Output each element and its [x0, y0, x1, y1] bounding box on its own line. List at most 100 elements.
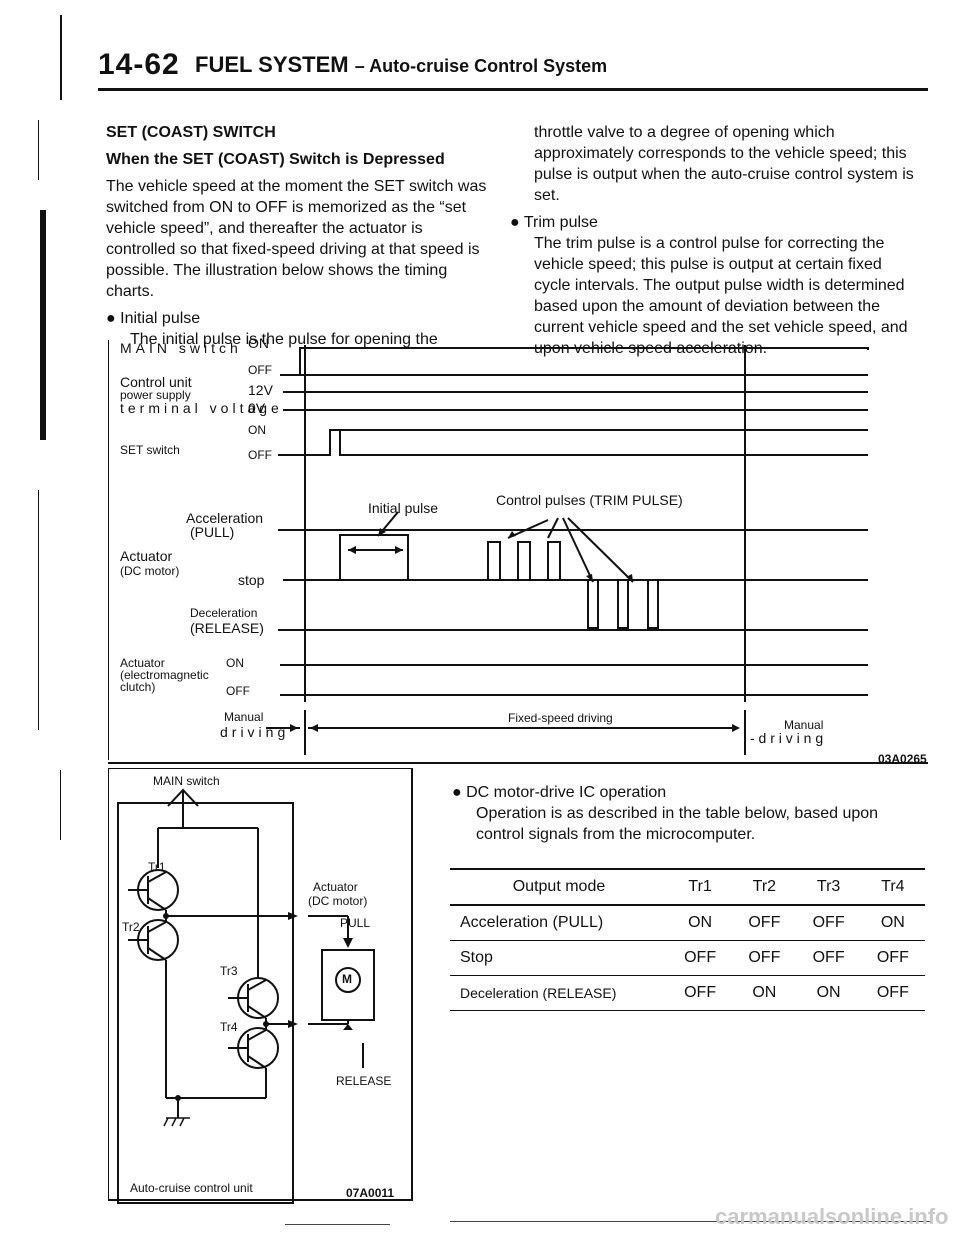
label-on: ON: [226, 656, 244, 670]
label-off: OFF: [248, 363, 272, 377]
label-control-pulses: Control pulses (TRIM PULSE): [496, 492, 683, 508]
label-on: ON: [248, 335, 269, 351]
footer-watermark[interactable]: carmanualsonline.info: [715, 1204, 949, 1229]
table-cell: OFF: [812, 949, 845, 966]
circuit-svg: [108, 768, 413, 1204]
bullet-dot: ●: [452, 784, 462, 801]
label-dc-motor: (DC motor): [120, 564, 180, 578]
circuit-diagram: MAIN switch Tr1 Tr2 Tr3 Tr4 Actuator (DC…: [108, 768, 413, 1208]
label-actuator-clutch: Actuator: [120, 656, 165, 670]
table-header: Tr3: [816, 878, 841, 895]
section-divider: [108, 762, 928, 764]
circuit-motor: M: [342, 972, 352, 986]
bullet-title: Trim pulse: [523, 214, 598, 231]
right-column: throttle valve to a degree of opening wh…: [510, 122, 922, 359]
bullet-trim-pulse: ● Trim pulse: [510, 212, 922, 233]
table-header-row: Output mode Tr1 Tr2 Tr3 Tr4: [450, 869, 925, 905]
table-cell: OFF: [684, 949, 717, 966]
table-header: Tr2: [752, 878, 777, 895]
bullet-title: Initial pulse: [120, 310, 201, 327]
label-acceleration: Acceleration: [186, 510, 264, 526]
circuit-main-switch: MAIN switch: [153, 774, 220, 788]
table-cell: OFF: [748, 914, 781, 931]
label-tr3: Tr3: [220, 964, 238, 978]
left-column: SET (COAST) SWITCH When the SET (COAST) …: [106, 122, 490, 350]
bullet-initial-pulse: ● Initial pulse: [106, 308, 490, 329]
table-cell: Deceleration (RELEASE): [460, 985, 617, 1001]
title-main: FUEL SYSTEM: [195, 52, 349, 77]
circuit-code: 07A0011: [346, 1186, 395, 1200]
table-cell: ON: [880, 914, 905, 931]
table-cell: OFF: [748, 949, 781, 966]
label-pull: (PULL): [190, 524, 235, 540]
label-fixed-speed: Fixed-speed driving: [508, 711, 613, 725]
label-off: OFF: [226, 684, 250, 698]
label-actuator: Actuator: [120, 548, 173, 564]
scan-mark: [40, 210, 46, 440]
title-sub: – Auto-cruise Control System: [354, 56, 608, 76]
table-cell: Stop: [460, 949, 493, 966]
table-header: Output mode: [512, 878, 606, 895]
label-tr1: Tr1: [148, 860, 166, 874]
output-mode-table: Output mode Tr1 Tr2 Tr3 Tr4 Acceleration…: [450, 868, 925, 1011]
timing-chart: MAIN switch ON OFF Control unit 12V powe…: [108, 330, 928, 766]
circuit-dc-motor: (DC motor): [308, 894, 368, 908]
label-stop: stop: [238, 572, 265, 588]
label-main-switch: MAIN switch: [120, 340, 242, 356]
table-cell: Acceleration (PULL): [460, 914, 604, 931]
label-manual: Manual: [224, 710, 264, 724]
output-mode-table-wrap: Output mode Tr1 Tr2 Tr3 Tr4 Acceleration…: [450, 868, 925, 1011]
circuit-unit: Auto-cruise control unit: [130, 1181, 253, 1195]
scan-mark: [38, 120, 39, 180]
label-tr2: Tr2: [122, 920, 140, 934]
label-terminal-voltage: terminal voltage: [120, 400, 283, 416]
scan-mark: [60, 15, 62, 100]
page-title: FUEL SYSTEM – Auto-cruise Control System: [195, 52, 607, 78]
bullet-title: DC motor-drive IC operation: [466, 784, 667, 801]
label-power-supply: power supply: [120, 388, 191, 402]
continuation-paragraph: throttle valve to a degree of opening wh…: [534, 124, 914, 204]
circuit-release: RELEASE: [336, 1074, 392, 1088]
table-cell: ON: [816, 984, 841, 1001]
table-row: Acceleration (PULL) ON OFF OFF ON: [450, 905, 925, 941]
label-driving-right: - d r i v i n g: [750, 730, 824, 746]
label-electromagnetic: (electromagnetic: [120, 668, 209, 682]
scan-mark: [38, 490, 39, 730]
header-rule: [98, 88, 928, 91]
label-release: (RELEASE): [190, 620, 264, 636]
section-heading: SET (COAST) SWITCH: [106, 124, 276, 141]
label-initial-pulse: Initial pulse: [368, 500, 439, 516]
timing-chart-svg: [108, 340, 869, 760]
table-cell: OFF: [876, 984, 909, 1001]
label-tr4: Tr4: [220, 1020, 238, 1034]
label-deceleration: Deceleration: [190, 606, 258, 620]
label-on: ON: [248, 423, 266, 437]
body-paragraph: The vehicle speed at the moment the SET …: [106, 178, 487, 300]
label-0v: 0V: [248, 400, 266, 416]
label-driving: driving: [220, 724, 290, 740]
dc-motor-text: Operation is as described in the table b…: [476, 805, 879, 843]
table-cell: OFF: [876, 949, 909, 966]
section-subheading: When the SET (COAST) Switch is Depressed: [106, 151, 445, 168]
bullet-text: The initial pulse is the pulse for openi…: [130, 331, 438, 348]
label-off: OFF: [248, 448, 272, 462]
bullet-dc-motor: ● DC motor-drive IC operation: [452, 782, 922, 803]
scan-mark: [60, 770, 61, 840]
table-cell: OFF: [812, 914, 845, 931]
table-cell: ON: [752, 984, 777, 1001]
label-12v: 12V: [248, 382, 273, 398]
bullet-dot: ●: [510, 214, 520, 231]
bullet-dot: ●: [106, 310, 116, 327]
table-cell: OFF: [684, 984, 717, 1001]
circuit-actuator: Actuator: [313, 880, 358, 894]
footer-rule: [285, 1224, 390, 1225]
table-row: Deceleration (RELEASE) OFF ON ON OFF: [450, 976, 925, 1011]
dc-motor-section: ● DC motor-drive IC operation Operation …: [452, 782, 922, 845]
footer-rule: [450, 1221, 930, 1222]
circuit-pull: PULL: [340, 916, 371, 930]
label-clutch: clutch): [120, 680, 156, 694]
label-manual-right: Manual: [784, 718, 824, 732]
label-control-unit: Control unit: [120, 374, 192, 390]
table-row: Stop OFF OFF OFF OFF: [450, 941, 925, 976]
label-set-switch: SET switch: [120, 443, 180, 457]
